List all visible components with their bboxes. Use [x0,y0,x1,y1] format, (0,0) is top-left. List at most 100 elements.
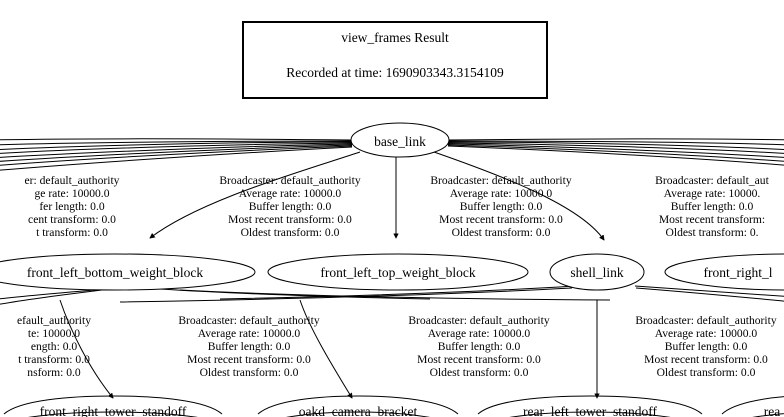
node-rear-left-tower-standoff-arc [477,395,703,415]
edge-label-row2-4: Broadcaster: default_authority Average r… [635,314,777,379]
edge-label-line: Buffer length: 0.0 [671,200,754,213]
node-oakd-camera-bracket-label: oakd_camera_bracket [299,404,418,417]
edge-label-row1-3: Broadcaster: default_authority Average r… [430,174,572,239]
node-rear-partial-label: rea [764,404,780,417]
edge-label-line: Oldest transform: 0.0 [241,226,340,239]
edge-label-row2-3: Broadcaster: default_authority Average r… [408,314,550,379]
edge-label-line: Oldest transform: 0.0 [200,366,299,379]
node-shell-link[interactable]: shell_link [549,253,645,291]
edge-label-line: Average rate: 10000.0 [428,327,531,340]
node-front-right-partial-shape[interactable] [664,253,784,291]
edge-label-line: Broadcaster: default_authority [178,314,320,327]
edge-label-line: Broadcaster: default_authority [430,174,572,187]
edge-label-line: Average rate: 10000. [664,187,761,200]
edge-shell-fan-2 [119,287,573,303]
edge-label-line: fer length: 0.0 [39,200,105,213]
edge-label-line: Most recent transform: 0.0 [228,213,352,226]
edge-label-line: Broadcaster: default_authority [219,174,361,187]
edge-label-line: te: 10000.0 [28,327,80,340]
node-base-link-shape[interactable] [350,122,450,158]
edge-label-line: Most recent transform: [659,213,765,226]
edge-fan-right-2 [447,142,784,154]
node-shell-link-label: shell_link [570,265,623,280]
edge-fan-left-8 [0,138,353,141]
node-front-right-tower-standoff-shape[interactable] [0,411,231,417]
node-rear-left-tower-standoff[interactable]: rear_left_tower_standoff [478,404,702,417]
edge-fan-right-4 [447,144,784,162]
edge-label-line: cent transform: 0.0 [28,213,116,226]
node-front-right-tower-standoff-label: front_right_tower_standoff [40,404,187,417]
node-shell-link-shape[interactable] [549,253,645,291]
node-rear-left-tower-standoff-label: rear_left_tower_standoff [523,404,657,417]
edge-label-line: Most recent transform: 0.0 [439,213,563,226]
node-front-left-top-weight-block-label: front_left_top_weight_block [320,265,475,280]
title-box: view_frames Result Recorded at time: 169… [242,21,548,99]
edge-label-line: Average rate: 10000.0 [450,187,553,200]
edge-label-row2-2: Broadcaster: default_authority Average r… [178,314,320,379]
edge-shell-fan-3 [634,285,784,297]
node-front-right-tower-standoff[interactable]: front_right_tower_standoff [0,404,231,417]
edge-label-line: Buffer length: 0.0 [208,340,291,353]
node-base-link[interactable]: base_link [350,122,450,158]
edge-shell-fan-4 [635,287,784,302]
node-front-right-tower-standoff-arc [3,395,223,415]
edge-fan-right-6 [447,140,784,146]
edge-fan-left-2 [0,142,353,154]
edge-label-row1-1: er: default_authority ge rate: 10000.0 f… [25,174,120,239]
edge-label-line: Oldest transform: 0.0 [430,366,529,379]
node-front-left-bottom-weight-block-shape[interactable] [0,253,256,291]
edge-fan-right-1 [447,141,784,150]
edge-label-line: Average rate: 10000.0 [239,187,342,200]
edge-fan-left-3 [0,143,353,158]
edge-to-front-right-tower-standoff [59,299,113,398]
edge-label-line: Oldest transform: 0. [665,226,758,239]
edge-label-line: Average rate: 10000.0 [655,327,758,340]
node-base-link-label: base_link [374,134,426,149]
edge-fan-left-1 [0,141,353,151]
edge-label-line: Broadcaster: default_authority [408,314,550,327]
title-box-border [242,21,548,99]
edge-fan-right-5 [447,145,784,166]
node-front-right-partial-label: front_right_l [704,265,773,280]
edge-to-oakd-camera-bracket [299,299,352,398]
edge-label-row1-4: Broadcaster: default_aut Average rate: 1… [655,174,769,239]
node-oakd-camera-bracket-shape[interactable] [258,411,458,417]
edge-label-line: Most recent transform: 0.0 [187,353,311,366]
node-front-left-bottom-weight-block[interactable]: front_left_bottom_weight_block [0,253,256,291]
edge-base-to-front-left-bottom-weight-block [150,151,361,238]
title-line-2: Recorded at time: 1690903343.3154109 [286,65,504,80]
edge-fan-left-7 [0,140,353,146]
edge-label-row2-1: efault_authority te: 10000.0 ength: 0.0 … [17,314,91,379]
node-oakd-camera-bracket[interactable]: oakd_camera_bracket [258,404,458,417]
edge-label-line: Most recent transform: 0.0 [417,353,541,366]
node-rear-left-tower-standoff-shape[interactable] [478,411,702,417]
node-rear-partial-arc [721,396,784,415]
edge-label-line: ength: 0.0 [31,340,78,353]
edge-fan-left-4 [0,144,353,162]
edge-shell-fan-1 [219,285,576,300]
edge-fan-left-5 [0,145,353,166]
edge-label-row1-2: Broadcaster: default_authority Average r… [219,174,361,239]
title-line-1: view_frames Result [341,30,449,45]
edge-label-line: Broadcaster: default_aut [655,174,769,187]
edge-label-line: Most recent transform: 0.0 [644,353,768,366]
edge-label-line: Oldest transform: 0.0 [657,366,756,379]
edge-label-line: ge rate: 10000.0 [34,187,109,200]
edge-label-line: efault_authority [17,314,91,327]
edge-label-line: Oldest transform: 0.0 [452,226,551,239]
edges-row-2 [0,285,784,415]
edge-label-line: t transform: 0.0 [18,353,90,366]
edge-label-line: Average rate: 10000.0 [198,327,301,340]
node-rear-partial[interactable]: rea [722,404,784,417]
edge-label-line: Broadcaster: default_authority [635,314,777,327]
edge-fan-left-6 [0,146,353,171]
node-rear-partial-shape[interactable] [722,412,784,417]
node-front-left-bottom-weight-block-label: front_left_bottom_weight_block [27,265,203,280]
node-front-left-top-weight-block[interactable]: front_left_top_weight_block [267,253,529,291]
edge-label-line: t transform: 0.0 [36,226,108,239]
node-front-left-top-weight-block-shape[interactable] [267,253,529,291]
node-front-right-partial[interactable]: front_right_l [664,253,784,291]
edge-label-line: Buffer length: 0.0 [249,200,332,213]
